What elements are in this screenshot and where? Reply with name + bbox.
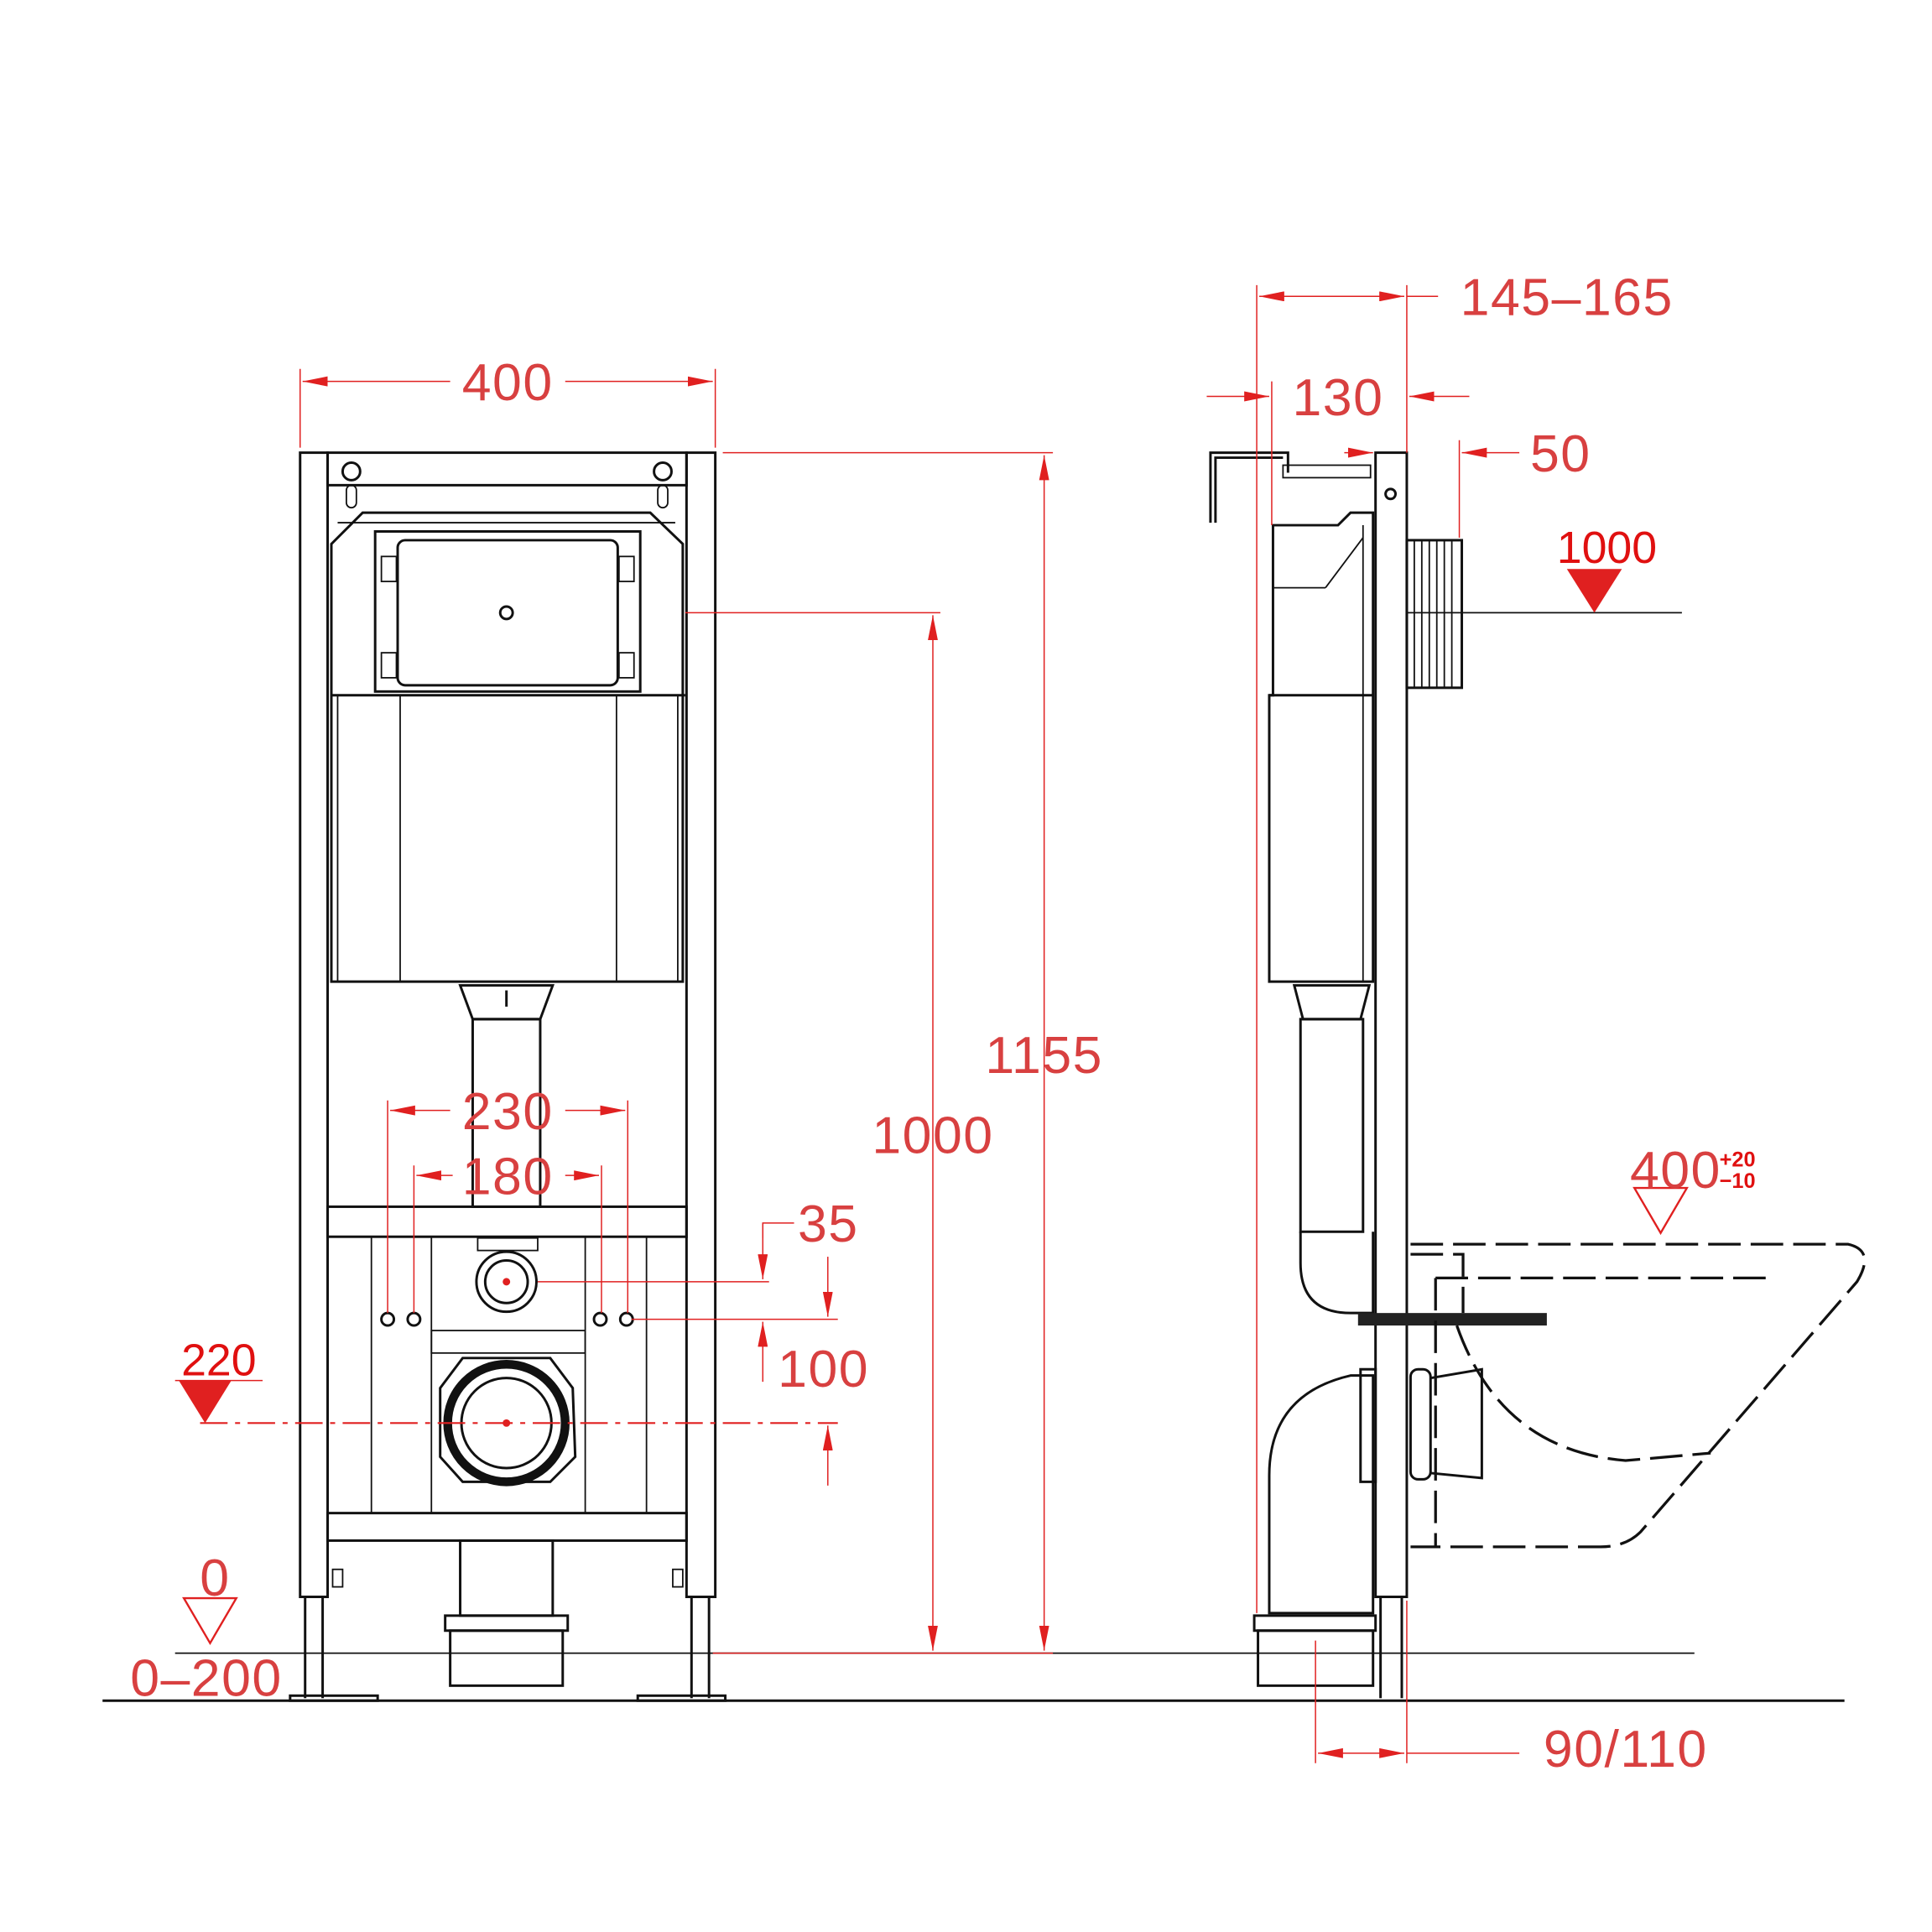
flush-plate-side bbox=[1405, 539, 1464, 690]
floor-level-marker bbox=[182, 1596, 238, 1646]
dim-1000-side: 1000 bbox=[1557, 523, 1657, 573]
seat-level-marker bbox=[1633, 1186, 1689, 1236]
dim-230: 230 bbox=[462, 1082, 554, 1141]
dim-180: 180 bbox=[462, 1148, 554, 1206]
dim-width-400: 400 bbox=[462, 353, 554, 412]
flush-plate bbox=[396, 539, 619, 687]
dim-0-200: 0–200 bbox=[130, 1648, 283, 1707]
dim-130: 130 bbox=[1292, 368, 1383, 427]
side-view-frame bbox=[1209, 451, 1867, 1699]
flush-plate-outline bbox=[373, 530, 642, 693]
dim-145-165: 145–165 bbox=[1461, 268, 1674, 327]
front-dimensions: 400 1155 1000 230 180 35 100 220 0 0–200 bbox=[130, 353, 1103, 1707]
dim-400-seat: 400 bbox=[1630, 1141, 1721, 1200]
dim-35: 35 bbox=[798, 1195, 859, 1253]
dim-0: 0 bbox=[200, 1549, 230, 1607]
dim-height-1155: 1155 bbox=[985, 1026, 1103, 1085]
dim-height-1000: 1000 bbox=[872, 1106, 993, 1164]
front-view-frame bbox=[289, 451, 727, 1702]
dim-100: 100 bbox=[778, 1340, 869, 1398]
side-dimensions: 145–165 130 50 1000 400 +20 −10 90/110 bbox=[1206, 268, 1756, 1778]
dim-90-110: 90/110 bbox=[1544, 1720, 1708, 1778]
water-inlet bbox=[475, 1250, 538, 1314]
level-marker-1000 bbox=[1566, 569, 1622, 613]
dim-220: 220 bbox=[181, 1336, 257, 1386]
wc-bowl-dashed bbox=[1410, 1242, 1867, 1549]
level-marker-220 bbox=[179, 1380, 232, 1424]
tolerance-minus: −10 bbox=[1720, 1169, 1756, 1193]
mounting-bar bbox=[1357, 1313, 1547, 1326]
tolerance-plus: +20 bbox=[1720, 1148, 1756, 1172]
dim-50: 50 bbox=[1530, 424, 1591, 483]
